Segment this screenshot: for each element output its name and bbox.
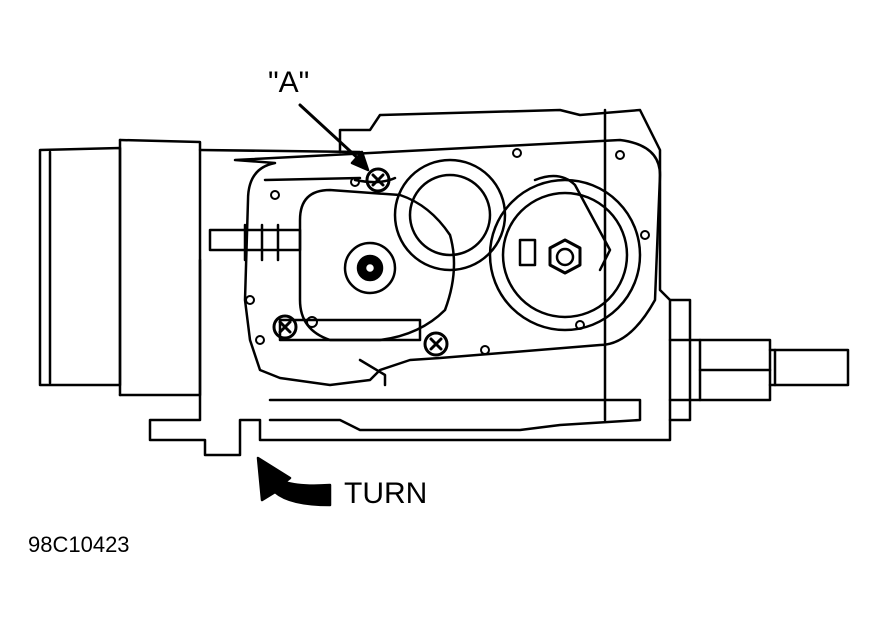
throttle-disc: [298, 188, 456, 342]
screw-a: [365, 167, 391, 193]
callout-label-a: "A": [268, 66, 310, 99]
main-body: [148, 108, 692, 457]
gear-wheel: [393, 158, 507, 272]
callout-arrow: [298, 103, 370, 172]
figure-code: 98C10423: [28, 532, 130, 557]
inlet-tube: [38, 138, 202, 397]
outlet-fitting: [668, 338, 850, 402]
cam-plate: [488, 174, 642, 332]
screw: [423, 331, 449, 357]
turn-label: TURN: [344, 477, 428, 510]
mounting-holes: [245, 148, 650, 355]
screw: [272, 314, 298, 340]
linkage: [208, 223, 422, 387]
turn-arrow-icon: [256, 456, 332, 507]
